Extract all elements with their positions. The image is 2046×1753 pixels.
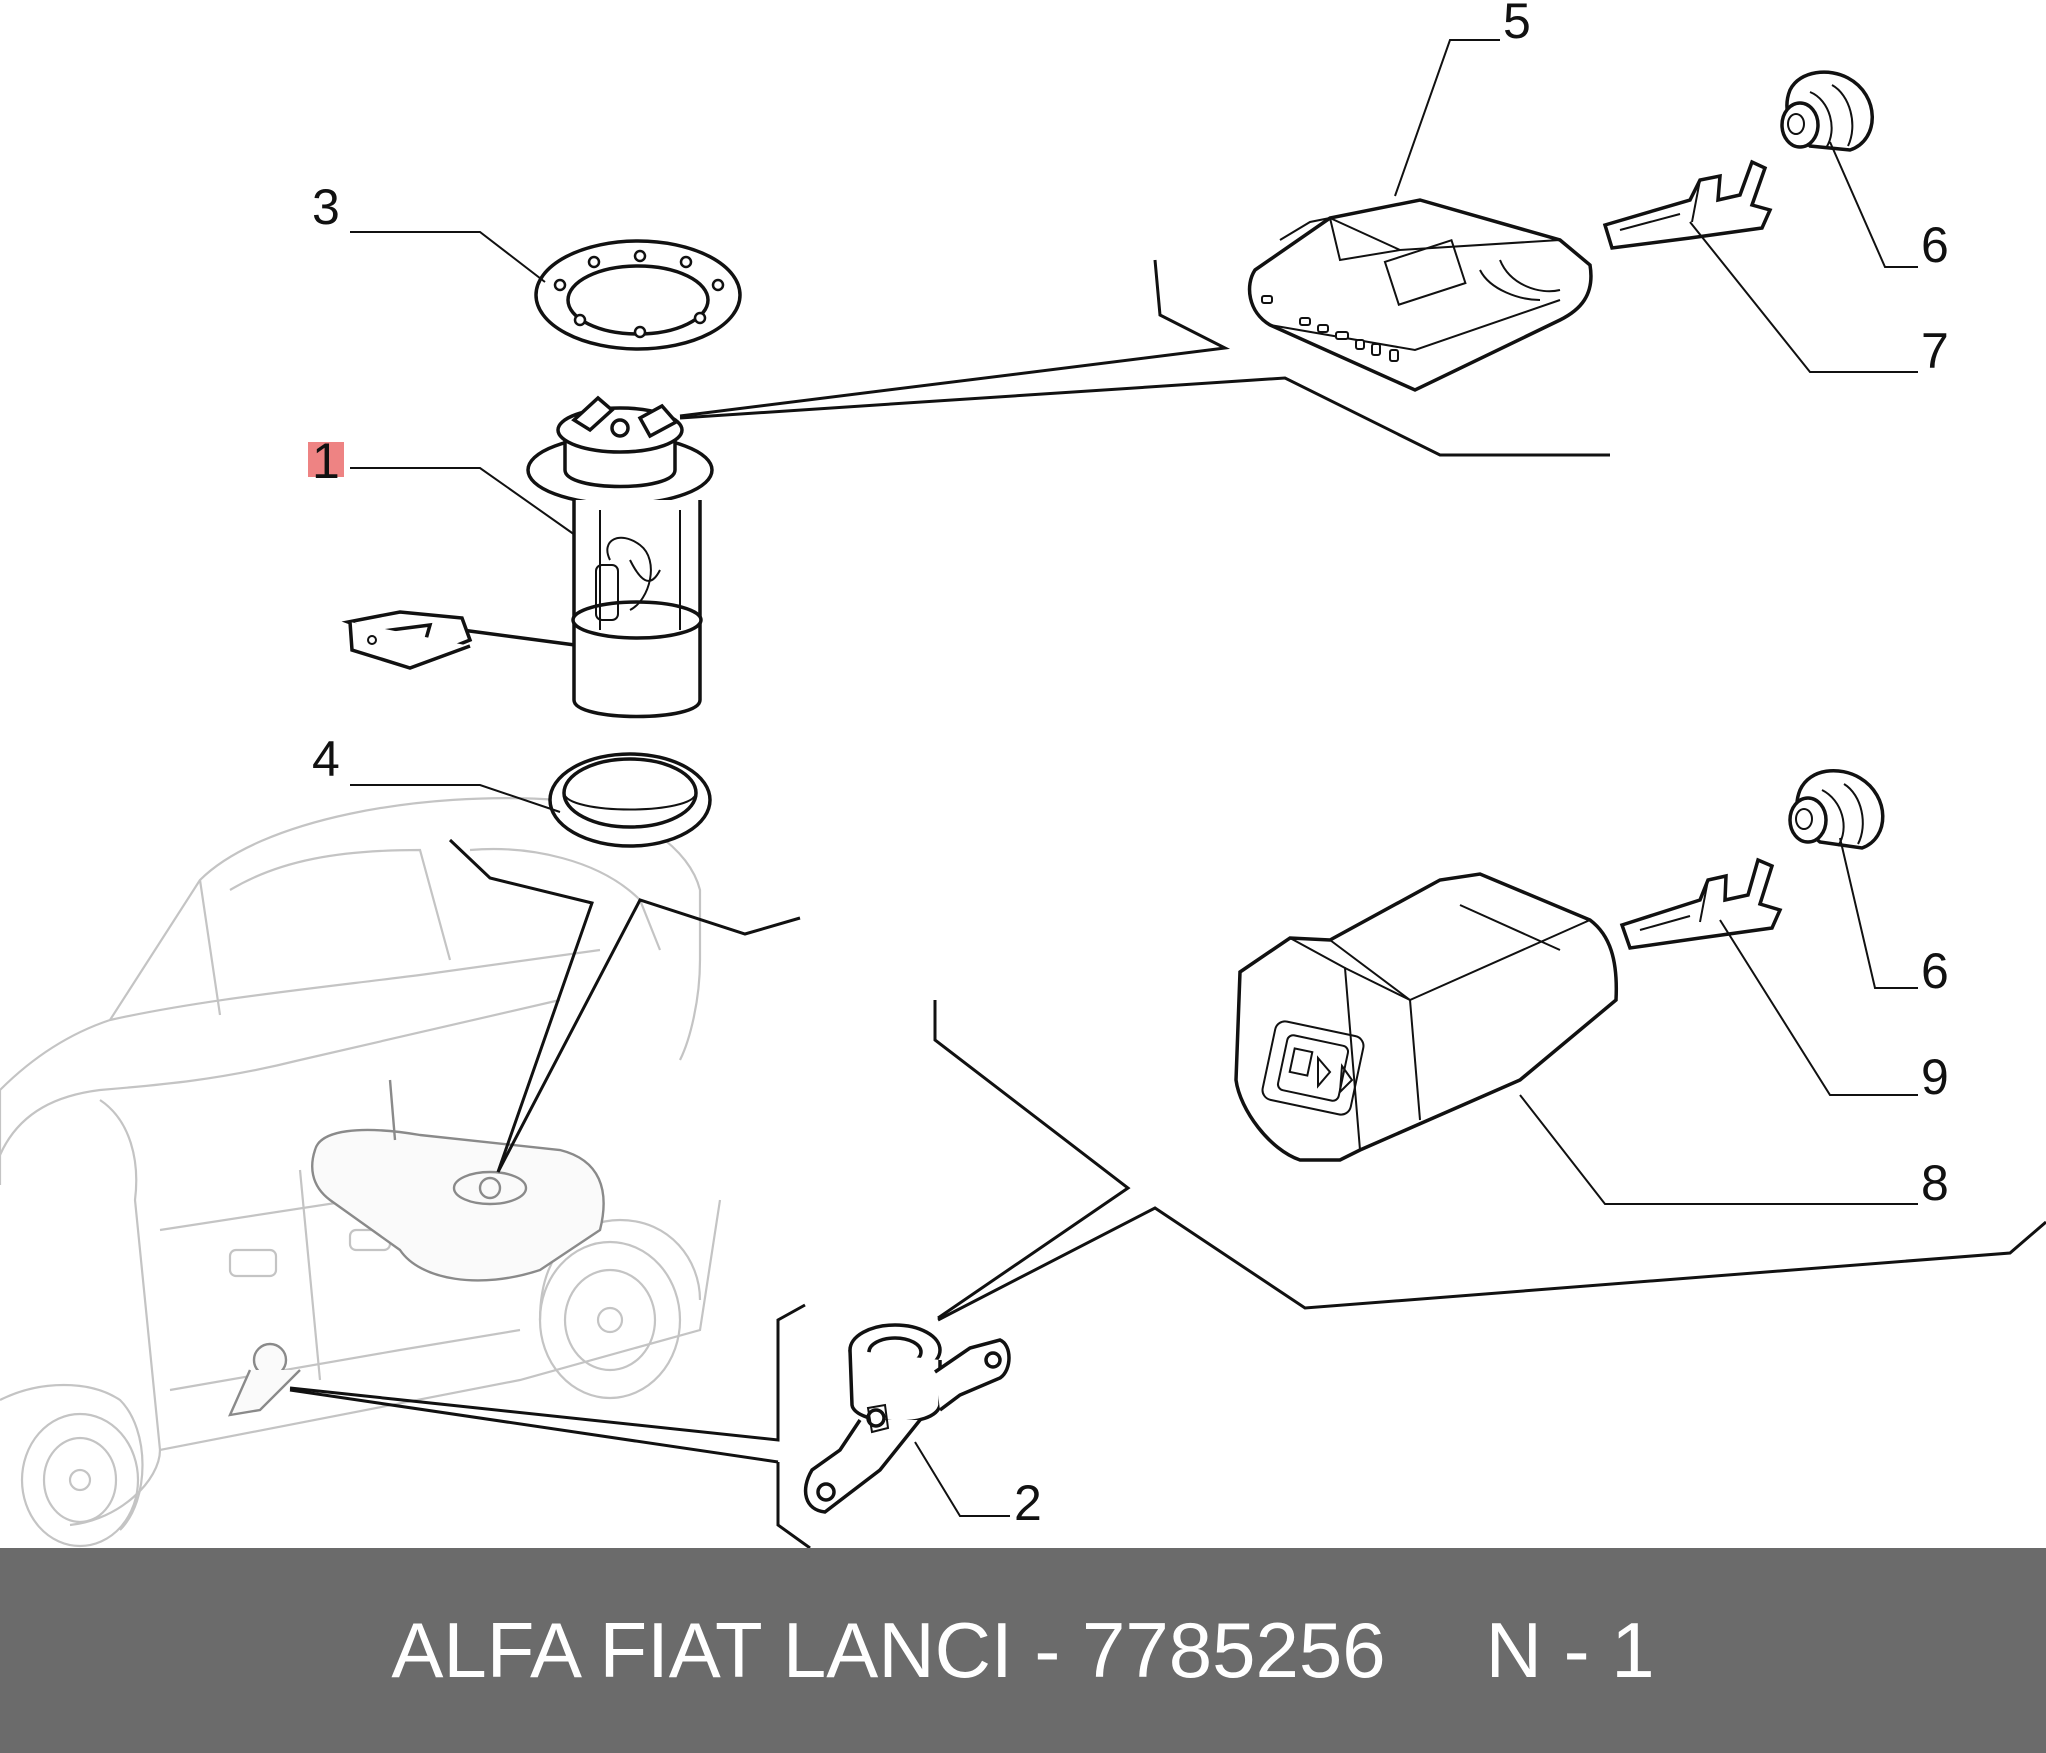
callout-6-lower: 6 bbox=[1921, 943, 1949, 999]
connector-part-8 bbox=[1234, 872, 1619, 1162]
connector-part-5 bbox=[1247, 198, 1593, 392]
callout-7: 7 bbox=[1921, 323, 1949, 379]
seal-plug-part-6-upper bbox=[1780, 70, 1874, 152]
footer-bar: ALFA FIAT LANCI - 7785256 N - 1 bbox=[0, 1548, 2046, 1753]
callout-2: 2 bbox=[1014, 1475, 1042, 1531]
footer-separator: - bbox=[1012, 1606, 1082, 1694]
seal-plug-part-6-lower bbox=[1788, 769, 1885, 850]
callout-9: 9 bbox=[1921, 1049, 1949, 1105]
footer-ref: N - 1 bbox=[1485, 1606, 1655, 1694]
callout-3: 3 bbox=[312, 179, 340, 235]
callout-4: 4 bbox=[312, 731, 340, 787]
parts-diagram: 1 2 3 4 5 6 6 7 8 9 bbox=[0, 0, 2046, 1548]
terminal-part-9 bbox=[1619, 857, 1783, 950]
terminal-part-7 bbox=[1602, 159, 1773, 250]
callout-5: 5 bbox=[1503, 0, 1531, 49]
callout-1-highlight bbox=[308, 442, 344, 477]
callout-labels: 1 2 3 4 5 6 6 7 8 9 bbox=[312, 0, 1949, 1531]
fuel-pump-part-1 bbox=[341, 395, 714, 719]
gasket-ring-part-3 bbox=[534, 239, 742, 351]
seal-ring-part-4 bbox=[548, 752, 712, 848]
connection-lines bbox=[289, 259, 2046, 1548]
callout-1: 1 bbox=[312, 433, 340, 489]
bracket-part-2 bbox=[803, 1323, 1011, 1514]
car-outline bbox=[0, 797, 722, 1548]
footer-part-number: 7785256 bbox=[1081, 1606, 1386, 1694]
callout-6-upper: 6 bbox=[1921, 217, 1949, 273]
footer-brand: ALFA FIAT LANCI bbox=[391, 1606, 1013, 1694]
callout-8: 8 bbox=[1921, 1155, 1949, 1211]
callout-leaders bbox=[350, 39, 1918, 1517]
